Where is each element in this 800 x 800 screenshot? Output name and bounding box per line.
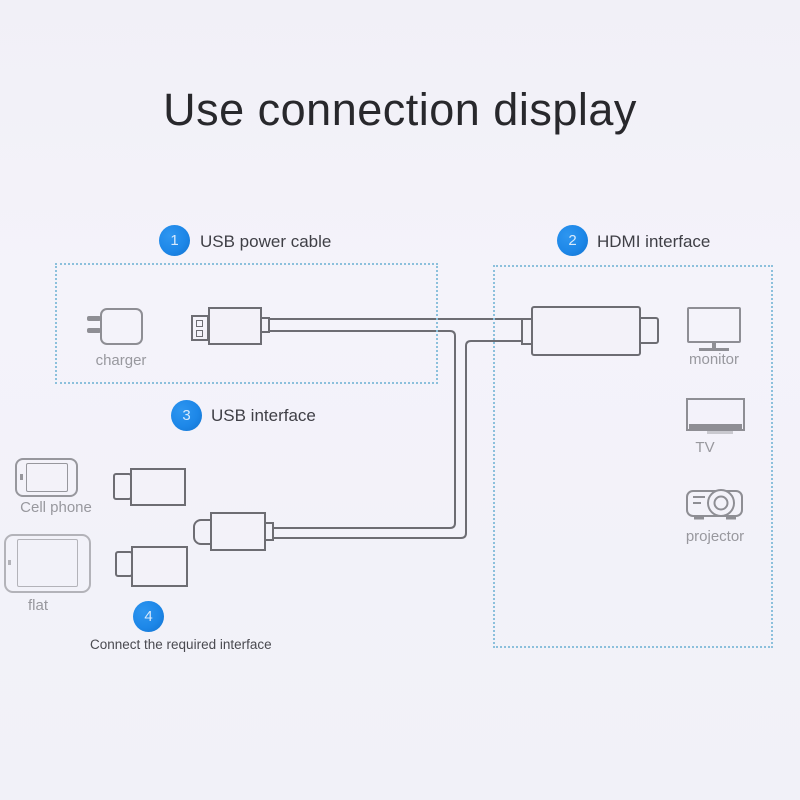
- projector-label: projector: [685, 528, 745, 545]
- step-3-badge: 3: [171, 400, 202, 431]
- monitor-label: monitor: [688, 351, 740, 368]
- projector-icon: [686, 489, 743, 520]
- step-2-label: HDMI interface: [597, 232, 711, 251]
- step-4-badge: 4: [133, 601, 164, 632]
- usb-power-cable-zone: [55, 263, 438, 384]
- charger-label: charger: [95, 352, 147, 369]
- step-4-label: Connect the required interface: [90, 637, 272, 652]
- step-1-label: USB power cable: [200, 232, 332, 251]
- step-2-number: 2: [568, 232, 577, 249]
- hdmi-interface-zone: [493, 265, 773, 648]
- step-3-label: USB interface: [211, 406, 316, 425]
- step-4-number: 4: [144, 608, 153, 625]
- page-title: Use connection display: [163, 84, 637, 135]
- step-3-number: 3: [182, 407, 191, 424]
- step-2-badge: 2: [557, 225, 588, 256]
- tablet-label: flat: [27, 597, 48, 614]
- step-1-badge: 1: [159, 225, 190, 256]
- tv-label: TV: [695, 439, 715, 456]
- cell-phone-label: Cell phone: [20, 499, 92, 516]
- step-1-number: 1: [170, 232, 179, 249]
